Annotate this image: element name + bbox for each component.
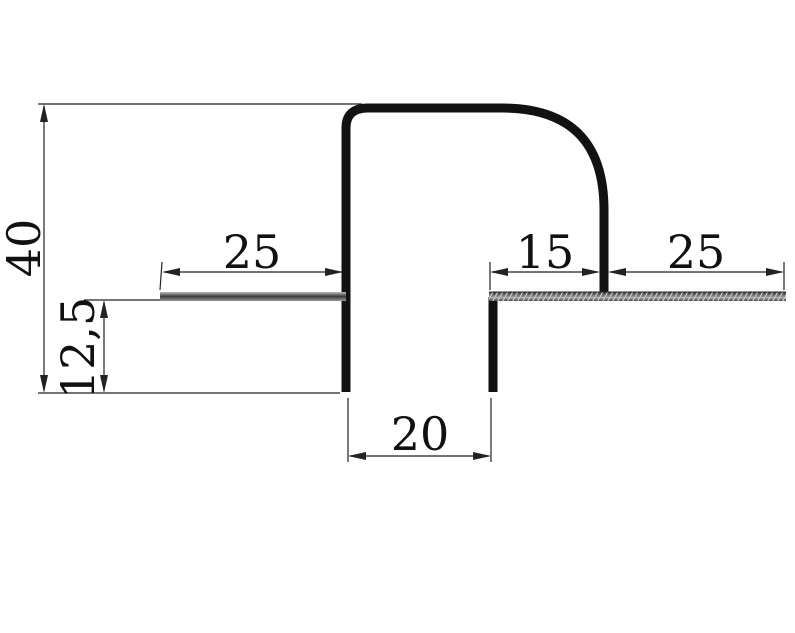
right-flange-label: 25 [667, 225, 726, 279]
cap-overhang-label: 15 [516, 225, 575, 279]
dimension-left-flange: 25 [159, 225, 343, 291]
inner-width-label: 20 [391, 407, 450, 461]
left-flange [160, 292, 346, 301]
total-height-label: 40 [0, 219, 51, 278]
dimension-right-flange: 25 [608, 225, 785, 290]
right-flange [489, 292, 786, 301]
left-flange-label: 25 [223, 225, 282, 279]
dimension-inner-width: 20 [347, 398, 492, 462]
dimension-cap-overhang: 15 [489, 225, 600, 290]
dimension-total-height: 40 [0, 103, 362, 394]
aluminium-profile [160, 103, 786, 392]
profile-left-leg-and-cap [341, 103, 609, 392]
dimension-lower-height: 12,5 [51, 297, 160, 399]
lower-height-label: 12,5 [51, 297, 105, 399]
